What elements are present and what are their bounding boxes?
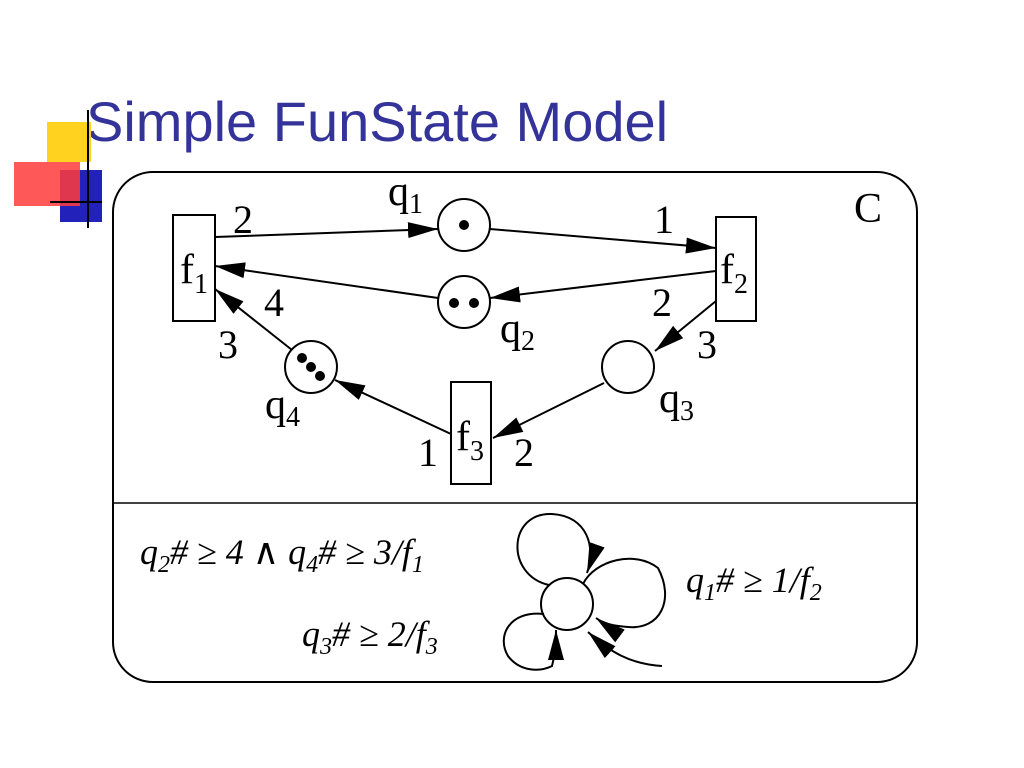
queue-q4-token	[306, 362, 316, 372]
edge-q4-f1	[214, 288, 293, 351]
queue-q4-token	[297, 353, 307, 363]
self-loop-f2	[582, 557, 667, 643]
weight-q4-f1: 3	[218, 322, 238, 367]
queue-q4-label: q4	[265, 382, 300, 433]
function-f1-label: f1	[180, 247, 208, 300]
component-label: C	[854, 186, 882, 232]
weight-f3-q4: 1	[418, 430, 438, 475]
function-f2-label: f2	[720, 247, 748, 300]
self-loop-f1	[516, 512, 605, 586]
weight-f1-q1: 2	[233, 197, 253, 242]
weight-q1-f2: 1	[654, 197, 674, 242]
queue-q1-token	[459, 220, 469, 230]
slide-title: Simple FunState Model	[86, 90, 669, 153]
function-f2-box	[715, 216, 757, 322]
transition-f2-condition: q1# ≥ 1/f2	[686, 560, 822, 606]
queue-q2-token	[469, 298, 479, 308]
weight-q2-f1: 4	[264, 280, 284, 325]
component-frame	[112, 171, 918, 683]
queue-q2-place	[437, 275, 491, 329]
transition-f3-condition: q3# ≥ 2/f3	[302, 614, 438, 660]
function-f3-box	[450, 381, 492, 485]
logo-yellow-square	[47, 122, 91, 162]
weight-f2-q3: 3	[697, 322, 717, 367]
edge-q1-f2	[489, 228, 717, 254]
queue-q2-label: q2	[500, 306, 535, 357]
weight-q3-f3: 2	[514, 430, 534, 475]
edge-f1-q1	[214, 222, 439, 239]
transition-f1-condition: q2# ≥ 4 ∧ q4# ≥ 3/f1	[140, 532, 424, 578]
queue-q2-token	[449, 298, 459, 308]
state-node	[540, 577, 594, 631]
queue-q3-place	[601, 340, 655, 394]
self-loop-f3	[502, 612, 564, 671]
weight-f2-q2: 2	[652, 280, 672, 325]
logo-red-block	[14, 162, 80, 206]
edge-q3-f3	[492, 382, 605, 439]
function-f1-box	[172, 214, 216, 322]
edge-f2-q2	[489, 270, 717, 303]
edge-f2-q3	[654, 300, 717, 352]
self-loop-incoming	[587, 631, 663, 667]
queue-q3-label: q3	[659, 376, 694, 427]
edge-q2-f1	[214, 262, 439, 299]
edge-f3-q4	[334, 379, 452, 435]
queue-q4-token	[315, 371, 325, 381]
queue-q1-label: q1	[388, 169, 423, 220]
slide-logo-icon	[14, 110, 102, 228]
function-f3-label: f3	[456, 414, 484, 467]
